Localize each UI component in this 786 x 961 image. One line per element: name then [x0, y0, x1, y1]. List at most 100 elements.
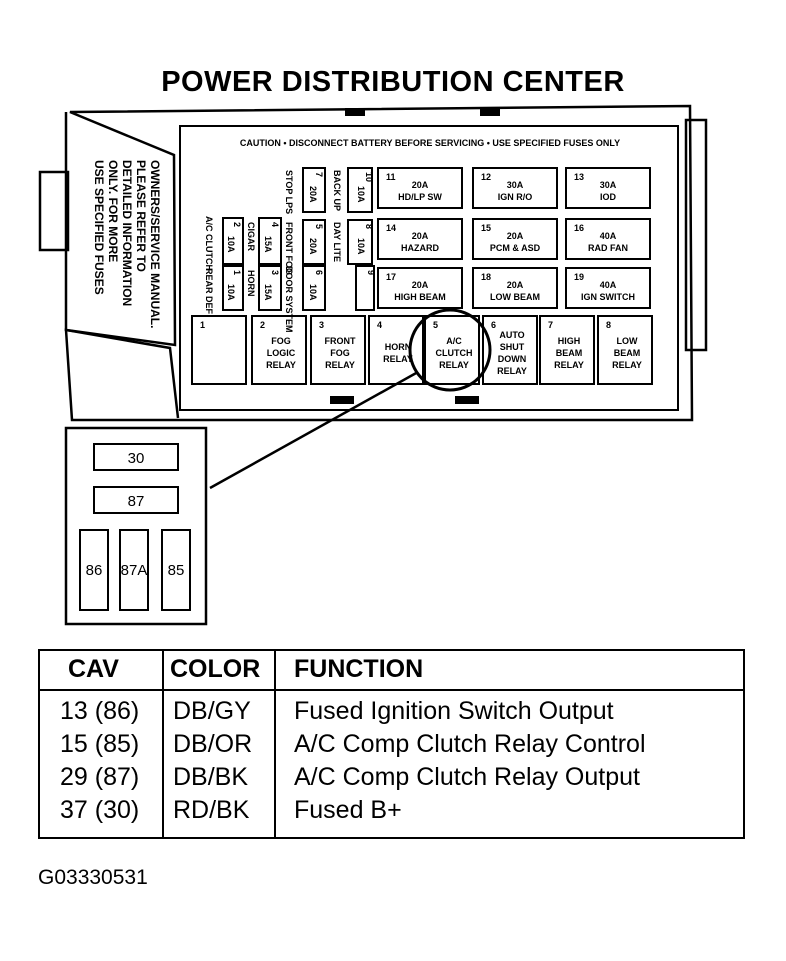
- color-cell: RD/BK: [173, 796, 250, 824]
- relay-6-line-2: SHUT: [500, 342, 525, 352]
- fuse-15-label: PCM & ASD: [490, 243, 541, 253]
- pin-30: [93, 443, 179, 471]
- side-note-line-4: PLEASE REFER TO: [134, 160, 148, 272]
- relay-5-num: 5: [433, 320, 438, 330]
- fuse-15-num: 15: [481, 223, 491, 233]
- relay-5-line-2: CLUTCH: [436, 348, 473, 358]
- fuse-7-amp: 20A: [308, 186, 318, 203]
- relay-3-num: 3: [319, 320, 324, 330]
- fuse-13-label: IOD: [600, 192, 617, 202]
- pin-30-label: 30: [128, 450, 145, 467]
- relay-8-line-2: BEAM: [614, 348, 641, 358]
- fuse-12: [472, 167, 558, 209]
- relay-6-line-1: AUTO: [499, 330, 524, 340]
- pdc-housing-left: [64, 104, 694, 422]
- fuse-block-frame: [179, 125, 679, 411]
- relay-7-num: 7: [548, 320, 553, 330]
- relay-7-line-2: BEAM: [556, 348, 583, 358]
- pin-86: [79, 529, 109, 611]
- relay-3-line-3: RELAY: [325, 360, 355, 370]
- fuse-7: [302, 167, 326, 213]
- fuse-16-label: RAD FAN: [588, 243, 628, 253]
- fuse-13: [565, 167, 651, 209]
- relay-4-num: 4: [377, 320, 382, 330]
- relay-5-line-3: RELAY: [439, 360, 469, 370]
- table-divider-1: [162, 651, 164, 837]
- header-cav: CAV: [68, 655, 119, 683]
- fuse-3-label: HORN: [246, 270, 256, 297]
- fuse-13-num: 13: [574, 172, 584, 182]
- color-cell: DB/BK: [173, 763, 249, 791]
- function-cell: A/C Comp Clutch Relay Output: [294, 763, 640, 791]
- function-cell: Fused Ignition Switch Output: [294, 697, 614, 725]
- fuse-1-label: REAR DEF: [204, 268, 214, 315]
- pin-87: [93, 486, 179, 514]
- relay-3: [310, 315, 366, 385]
- fuse-8: [347, 219, 373, 265]
- fuse-18: [472, 267, 558, 309]
- relay-8-num: 8: [606, 320, 611, 330]
- pin-87a-label: 87A: [121, 562, 148, 579]
- fuse-17: [377, 267, 463, 309]
- fuse-7-num: 7: [314, 172, 324, 177]
- relay-2: [251, 315, 307, 385]
- relay-2-line-2: LOGIC: [267, 348, 296, 358]
- color-cell: DB/GY: [173, 697, 251, 725]
- pin-87a: [119, 529, 149, 611]
- side-note-line-2: ONLY. FOR MORE: [106, 160, 120, 262]
- fuse-18-num: 18: [481, 272, 491, 282]
- relay-5: [424, 315, 480, 385]
- fuse-12-label: IGN R/O: [498, 192, 533, 202]
- relay-6: [482, 315, 538, 385]
- relay-3-line-2: FOG: [330, 348, 350, 358]
- fuse-19-amp: 40A: [600, 280, 617, 290]
- fuse-10-amp: 10A: [356, 186, 366, 203]
- fuse-3: [258, 265, 282, 311]
- fuse-9: [355, 265, 375, 311]
- relay-5-line-1: A/C: [446, 336, 462, 346]
- fuse-2-amp: 10A: [226, 236, 236, 253]
- fuse-3-num: 3: [270, 270, 280, 275]
- relay-2-line-1: FOG: [271, 336, 291, 346]
- fuse-14: [377, 218, 463, 260]
- fuse-18-label: LOW BEAM: [490, 292, 540, 302]
- fuse-5-num: 5: [314, 224, 324, 229]
- relay-7-line-3: RELAY: [554, 360, 584, 370]
- fuse-13-amp: 30A: [600, 180, 617, 190]
- pin-85-label: 85: [168, 562, 185, 579]
- side-note-line-5: OWNERS/SERVICE MANUAL.: [148, 160, 162, 328]
- fuse-8-label: DAY LITE: [332, 222, 342, 262]
- fuse-12-num: 12: [481, 172, 491, 182]
- fuse-11-num: 11: [386, 172, 396, 182]
- leader-line: [209, 370, 419, 490]
- side-note-line-3: DETAILED INFORMATION: [120, 160, 134, 306]
- fuse-10: [347, 167, 373, 213]
- fuse-17-label: HIGH BEAM: [394, 292, 446, 302]
- fuse-8-num: 8: [364, 224, 374, 229]
- fuse-1: [222, 265, 244, 311]
- table-row: 29 (87) DB/BK A/C Comp Clutch Relay Outp…: [40, 763, 743, 796]
- caution-text: CAUTION • DISCONNECT BATTERY BEFORE SERV…: [240, 138, 620, 148]
- fuse-5-amp: 20A: [308, 238, 318, 255]
- fuse-18-amp: 20A: [507, 280, 524, 290]
- highlight-circle: [408, 308, 492, 392]
- relay-7: [539, 315, 595, 385]
- fuse-17-num: 17: [386, 272, 396, 282]
- relay-6-num: 6: [491, 320, 496, 330]
- diagram-title: POWER DISTRIBUTION CENTER: [161, 66, 625, 98]
- relay-1: [191, 315, 247, 385]
- relay-pinout-box: [64, 426, 208, 626]
- fuse-12-amp: 30A: [507, 180, 524, 190]
- fuse-8-amp: 10A: [356, 238, 366, 255]
- fuse-1-amp: 10A: [226, 284, 236, 301]
- relay-2-num: 2: [260, 320, 265, 330]
- fuse-6-label: DOOR SYSTEM: [284, 266, 294, 333]
- cav-cell: 15 (85): [60, 730, 140, 758]
- relay-6-line-3: DOWN: [498, 354, 527, 364]
- fuse-2-num: 2: [232, 222, 242, 227]
- pin-86-label: 86: [86, 562, 103, 579]
- fuse-15: [472, 218, 558, 260]
- fuse-16-amp: 40A: [600, 231, 617, 241]
- cav-cell: 37 (30): [60, 796, 140, 824]
- side-note: USE SPECIFIED FUSES ONLY. FOR MORE DETAI…: [92, 160, 162, 328]
